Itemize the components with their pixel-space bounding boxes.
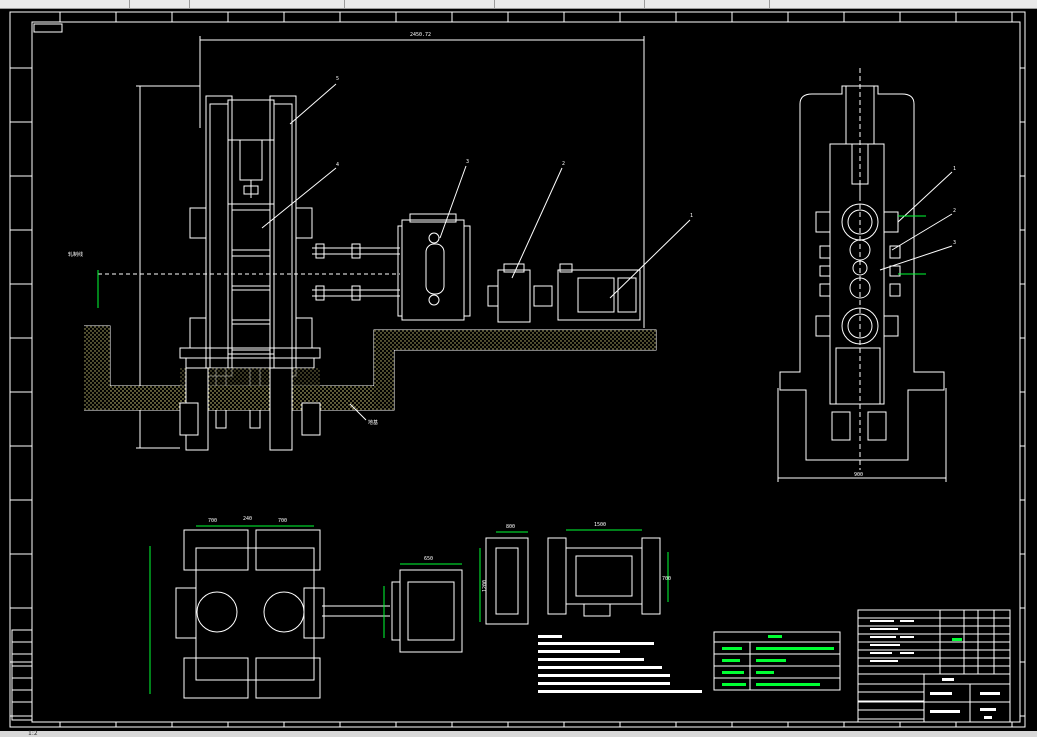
status-bar: 1:2 bbox=[0, 731, 1037, 737]
gear-dimension: 650 bbox=[424, 556, 433, 562]
main-view-dimension: 2450.72 bbox=[410, 32, 431, 38]
toolbar-tab-3[interactable] bbox=[190, 0, 345, 8]
reducer-height-dimension: 1200 bbox=[482, 580, 488, 592]
side-label-1: 1 bbox=[953, 166, 956, 172]
part-number-5: 5 bbox=[336, 76, 339, 82]
drawing-frame bbox=[9, 11, 1026, 728]
plan-view[interactable] bbox=[175, 529, 661, 699]
side-view-width: 900 bbox=[854, 472, 863, 478]
parameter-table-values bbox=[722, 635, 834, 686]
revision-block bbox=[11, 629, 33, 721]
frame-ticks bbox=[10, 12, 1025, 727]
status-coordinate: 1:2 bbox=[28, 730, 38, 737]
bottom-dim-1: 700 bbox=[208, 518, 217, 524]
bottom-dim-3: 700 bbox=[278, 518, 287, 524]
toolbar bbox=[0, 0, 1037, 9]
title-block-rows bbox=[858, 617, 1010, 720]
side-label-2: 2 bbox=[953, 208, 956, 214]
part-number-4: 4 bbox=[336, 162, 339, 168]
stand-legs-overlay bbox=[179, 367, 321, 451]
title-block-text bbox=[870, 620, 1000, 719]
plan-view-dimensions bbox=[149, 525, 669, 694]
foundation-hatch bbox=[84, 326, 656, 410]
side-label-3: 3 bbox=[953, 240, 956, 246]
part-number-2: 2 bbox=[562, 161, 565, 167]
motor-dimension: 1500 bbox=[594, 522, 606, 528]
ground-label: 地基 bbox=[368, 419, 378, 426]
cad-drawing-canvas[interactable]: 2450.72 5 4 3 2 1 地基 轧制线 bbox=[0, 8, 1037, 731]
level-label: 轧制线 bbox=[68, 251, 83, 258]
frame-corner-box bbox=[33, 23, 63, 33]
technical-requirements bbox=[538, 635, 702, 693]
part-leaders bbox=[261, 83, 691, 421]
motor-height-dimension: 700 bbox=[662, 576, 671, 582]
title-block-green-mark bbox=[952, 638, 962, 641]
toolbar-tab-5[interactable] bbox=[495, 0, 645, 8]
bottom-dim-2: 240 bbox=[243, 516, 252, 522]
toolbar-tab-1[interactable] bbox=[0, 0, 130, 8]
toolbar-tab-4[interactable] bbox=[345, 0, 495, 8]
part-number-1: 1 bbox=[690, 213, 693, 219]
parameter-table bbox=[713, 631, 841, 691]
reducer-dimension: 800 bbox=[506, 524, 515, 530]
side-view[interactable] bbox=[777, 85, 953, 482]
toolbar-tab-2[interactable] bbox=[130, 0, 190, 8]
side-view-green-marks bbox=[898, 215, 926, 275]
toolbar-tab-6[interactable] bbox=[645, 0, 770, 8]
part-number-3: 3 bbox=[466, 159, 469, 165]
